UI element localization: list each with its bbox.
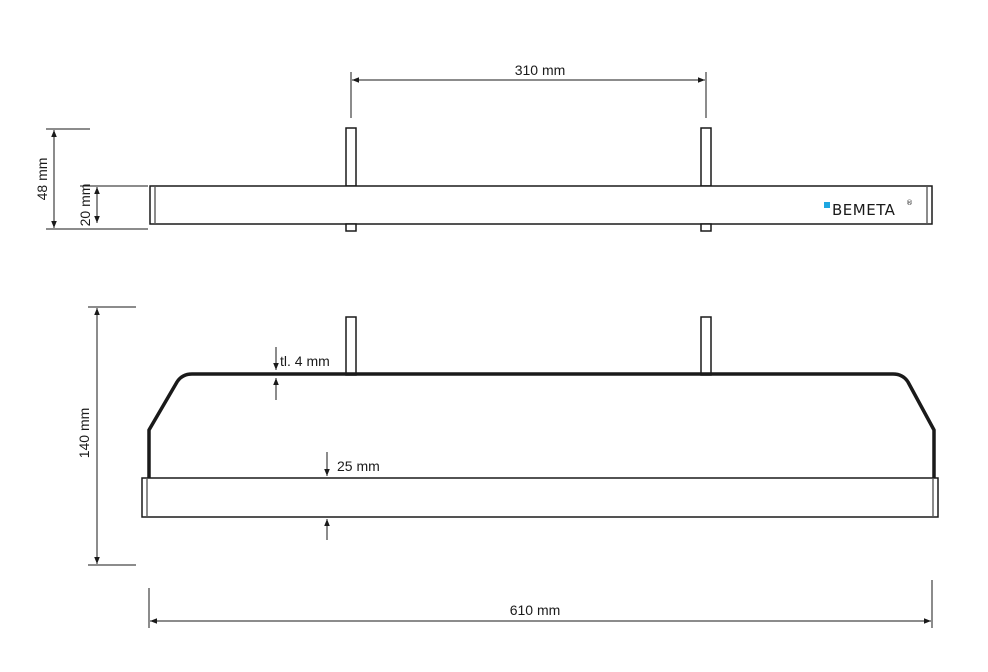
front-view: tl. 4 mm 25 mm 140 mm 610 mm bbox=[76, 306, 939, 628]
dimension-total-height: 140 mm bbox=[76, 306, 136, 566]
label-wire-thickness: tl. 4 mm bbox=[280, 353, 330, 369]
label-bar-height-top: 20 mm bbox=[77, 184, 93, 227]
shelf-bar-front-view bbox=[141, 477, 939, 518]
mounting-post-stub-left bbox=[345, 223, 357, 232]
label-total-depth: 48 mm bbox=[34, 158, 50, 201]
top-view: 310 mm BEMETA ® 48 mm 20 mm bbox=[34, 62, 933, 232]
brand-logo: BEMETA ® bbox=[824, 199, 913, 219]
wire-rail bbox=[147, 372, 936, 478]
dimension-wire-thickness: tl. 4 mm bbox=[273, 347, 330, 400]
mounting-post-right-top bbox=[700, 127, 712, 187]
logo-square-icon bbox=[824, 202, 830, 208]
dimension-bar-height-front: 25 mm bbox=[324, 452, 380, 540]
dimension-mounting-spacing: 310 mm bbox=[350, 62, 707, 118]
label-total-height: 140 mm bbox=[76, 408, 92, 459]
mounting-post-stub-right bbox=[700, 223, 712, 232]
label-mounting-spacing: 310 mm bbox=[515, 62, 566, 78]
mounting-post-left-front bbox=[345, 316, 357, 376]
label-total-width: 610 mm bbox=[510, 602, 561, 618]
mounting-post-right-front bbox=[700, 316, 712, 376]
mounting-post-left-top bbox=[345, 127, 357, 187]
logo-registered-mark: ® bbox=[906, 199, 913, 207]
shelf-bar-top-view bbox=[149, 185, 933, 225]
dimension-total-depth: 48 mm bbox=[34, 128, 148, 230]
logo-text: BEMETA bbox=[832, 201, 896, 219]
dimension-total-width: 610 mm bbox=[148, 580, 933, 628]
label-bar-height-front: 25 mm bbox=[337, 458, 380, 474]
dimension-bar-height-top: 20 mm bbox=[77, 184, 148, 227]
